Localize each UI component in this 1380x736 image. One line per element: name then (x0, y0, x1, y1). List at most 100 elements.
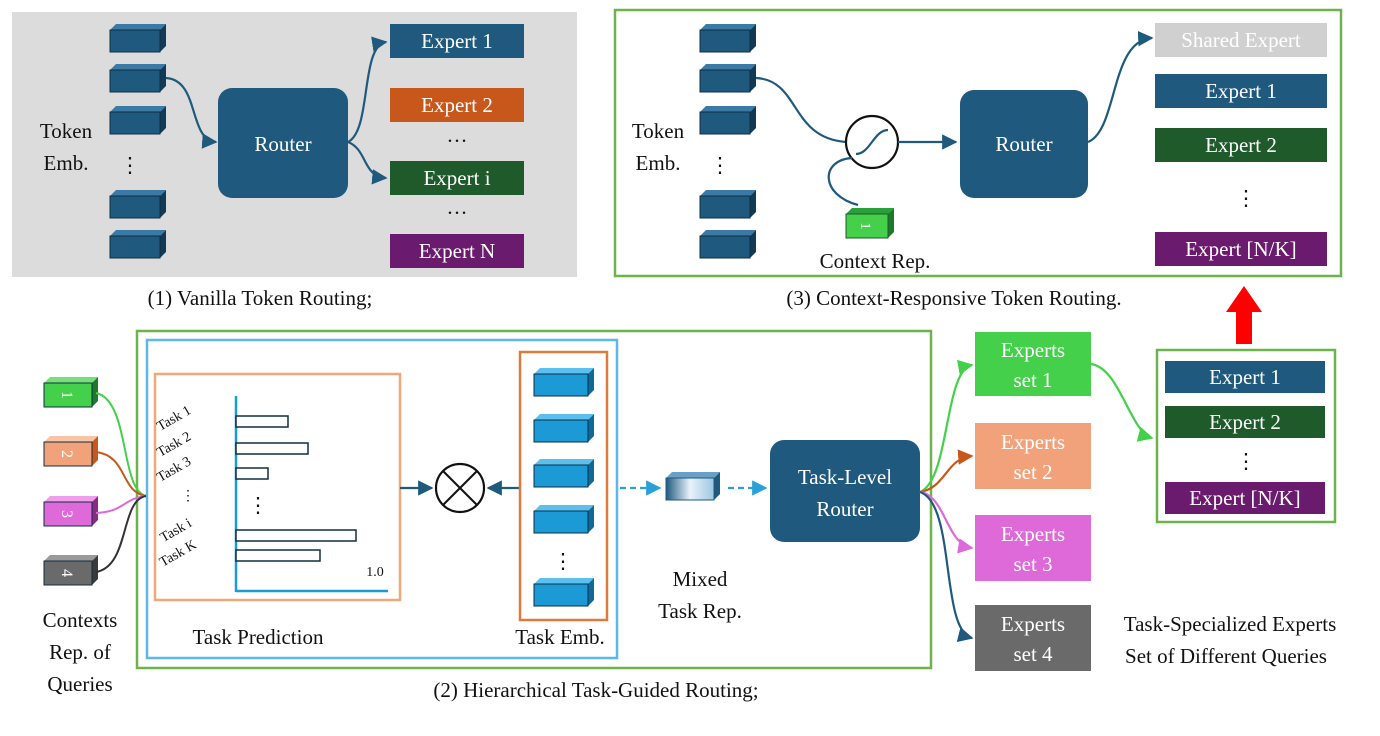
vanilla-token-1 (109, 24, 166, 53)
specialized-label-2: Set of Different Queries (1125, 644, 1327, 668)
vanilla-token-label-1: Token (40, 119, 93, 143)
task-bars (235, 415, 357, 562)
query-token-4: 4 (43, 555, 98, 586)
router-to-set2-arrow (919, 449, 974, 494)
context-router-label: Router (995, 132, 1052, 156)
task-emb-3 (533, 459, 594, 488)
router-to-set4-arrow (919, 490, 974, 643)
context-token-2 (699, 64, 756, 93)
context-rep-to-gate-line (827, 156, 859, 207)
router-to-set1-arrow (919, 359, 974, 494)
context-expert-1 (1155, 74, 1327, 108)
task-prediction-label: Task Prediction (193, 625, 324, 649)
context-token-dots: ⋮ (710, 153, 731, 177)
task-bar-4 (235, 529, 357, 542)
set1-label-1: Experts (1001, 338, 1065, 362)
context-token-label-1: Token (632, 119, 685, 143)
vanilla-ellipsis-1: … (447, 123, 468, 147)
context-expert-nk (1155, 232, 1327, 266)
context-token-stack (699, 24, 756, 259)
query-token-2: 2 (43, 436, 98, 467)
vanilla-expert-i (390, 161, 524, 195)
task-emb-2 (533, 414, 594, 443)
context-rep-label: Context Rep. (820, 249, 931, 273)
vanilla-router-to-expert1-arrow (347, 36, 388, 143)
task-emb-4 (533, 505, 594, 534)
query-4-line (95, 495, 147, 573)
task-bar-5 (235, 549, 321, 562)
task-emb-box (518, 350, 609, 622)
set1-label-2: set 1 (1013, 368, 1052, 392)
specialized-label-1: Task-Specialized Experts (1124, 612, 1337, 636)
query-token-label-1: 1 (58, 391, 75, 399)
task-emb-1 (533, 368, 594, 397)
set-expert-1 (1165, 361, 1325, 393)
set4-label-2: set 4 (1013, 642, 1053, 666)
vanilla-token-label-2: Emb. (44, 151, 89, 175)
set-expert-nk-label: Expert [N/K] (1189, 486, 1300, 510)
query-token-label-3: 3 (58, 510, 75, 518)
vanilla-expert-1 (390, 24, 524, 58)
set2-label-1: Experts (1001, 430, 1065, 454)
vanilla-token-5 (109, 230, 166, 259)
set-expert-1-label: Expert 1 (1209, 365, 1281, 389)
task-router-label-1: Task-Level (798, 465, 892, 489)
shared-expert-label: Shared Expert (1181, 28, 1301, 52)
vanilla-expert-1-label: Expert 1 (421, 29, 493, 53)
set2-label-2: set 2 (1013, 460, 1052, 484)
mixed-label-1: Mixed (673, 567, 728, 591)
query-token-stack: 1 2 3 4 (43, 377, 98, 586)
contexts-label-3: Queries (47, 672, 112, 696)
set-expert-2 (1165, 406, 1325, 438)
experts-set-3 (975, 515, 1091, 581)
vanilla-caption: (1) Vanilla Token Routing; (148, 286, 373, 310)
context-rep-token: 1 (845, 208, 894, 239)
vanilla-ellipsis-2: … (447, 195, 468, 219)
vanilla-router (218, 88, 348, 198)
contexts-label-2: Rep. of (49, 640, 111, 664)
vanilla-router-label: Router (254, 132, 311, 156)
experts-set-4 (975, 605, 1091, 671)
task-emb-label: Task Emb. (515, 625, 605, 649)
set-expert-nk (1165, 482, 1325, 514)
query-token-label-2: 2 (58, 450, 75, 458)
task-router-label-2: Router (816, 497, 873, 521)
task-emb-stack (533, 368, 594, 607)
contexts-label-1: Contexts (43, 608, 118, 632)
set3-label-1: Experts (1001, 522, 1065, 546)
context-router-to-shared-arrow (1087, 30, 1154, 144)
context-expert-2 (1155, 128, 1327, 162)
context-caption: (3) Context-Responsive Token Routing. (786, 286, 1121, 310)
task-level-router (770, 440, 920, 542)
task-emb-5 (533, 578, 594, 607)
sigmoid-curve (855, 128, 889, 156)
red-up-arrow (1226, 286, 1262, 344)
vanilla-expert-2 (390, 88, 524, 122)
task-scale-label: 1.0 (366, 565, 384, 580)
vanilla-expert-n-label: Expert N (419, 239, 495, 263)
task-bar-3 (235, 467, 269, 480)
context-token-3 (699, 106, 756, 135)
experts-set-1 (975, 332, 1091, 396)
vanilla-token-to-router-arrow (165, 76, 218, 149)
task-emb-dots: ⋮ (553, 549, 574, 573)
context-token-5 (699, 230, 756, 259)
vanilla-expert-2-label: Expert 2 (421, 93, 493, 117)
router-to-set3-arrow (919, 490, 974, 554)
vanilla-router-to-experti-arrow (347, 140, 388, 185)
set-expert-2-label: Expert 2 (1209, 410, 1281, 434)
task-bar-2 (235, 442, 309, 455)
vanilla-token-stack (109, 24, 166, 259)
multiply-cross-b (442, 470, 478, 506)
query-token-3: 3 (43, 496, 98, 527)
vanilla-token-4 (109, 190, 166, 219)
set-expert-dots: ⋮ (1236, 449, 1257, 473)
task-bar-dots: ⋮ (248, 493, 269, 517)
mixed-label-2: Task Rep. (658, 599, 742, 623)
set1-to-experts-arrow (1090, 362, 1154, 442)
task-label-4: ⋮ (181, 489, 195, 504)
context-expert-nk-label: Expert [N/K] (1185, 237, 1296, 261)
context-expert-dots: ⋮ (1236, 186, 1257, 210)
hierarchical-caption: (2) Hierarchical Task-Guided Routing; (433, 678, 758, 702)
